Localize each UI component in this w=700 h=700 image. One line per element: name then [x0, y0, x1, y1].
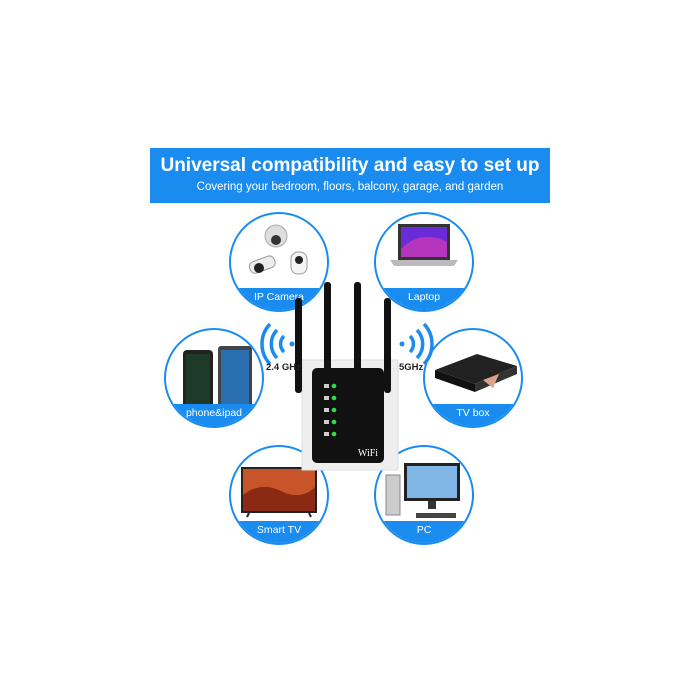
- camera-icon: [248, 224, 308, 275]
- tv-icon: [241, 467, 317, 518]
- band-label-2-4ghz: 2.4 GHz: [266, 362, 301, 373]
- device-phone-ipad: phone&ipad: [164, 328, 264, 428]
- device-label: TV box: [425, 404, 521, 426]
- banner-subtitle: Covering your bedroom, floors, balcony, …: [196, 181, 504, 193]
- device-label: Laptop: [376, 288, 472, 310]
- device-pc: PC: [374, 445, 474, 545]
- band-label-5ghz: 5GHz: [399, 362, 424, 373]
- wifi-router: WiFi: [260, 282, 434, 471]
- router-body: [312, 368, 384, 463]
- tv-box-icon: [435, 354, 517, 392]
- antennas: [295, 282, 391, 393]
- pc-icon: [385, 463, 460, 518]
- wifi-logo: WiFi: [358, 448, 378, 459]
- device-ip-camera: IP Camera: [229, 212, 329, 312]
- header-banner: Universal compatibility and easy to set …: [150, 148, 550, 203]
- device-smart-tv: Smart TV: [229, 445, 329, 545]
- wifi-signal-left-icon: [260, 322, 295, 366]
- phone-tablet-icon: [183, 346, 252, 408]
- device-label: phone&ipad: [166, 404, 262, 426]
- laptop-icon: [390, 224, 458, 266]
- banner-title: Universal compatibility and easy to set …: [160, 155, 540, 176]
- wifi-signal-right-icon: [399, 322, 434, 366]
- status-leds: [331, 383, 337, 437]
- device-laptop: Laptop: [374, 212, 474, 312]
- device-tv-box: TV box: [423, 328, 523, 428]
- device-label: Smart TV: [231, 521, 327, 543]
- device-label: PC: [376, 521, 472, 543]
- device-label: IP Camera: [231, 288, 327, 310]
